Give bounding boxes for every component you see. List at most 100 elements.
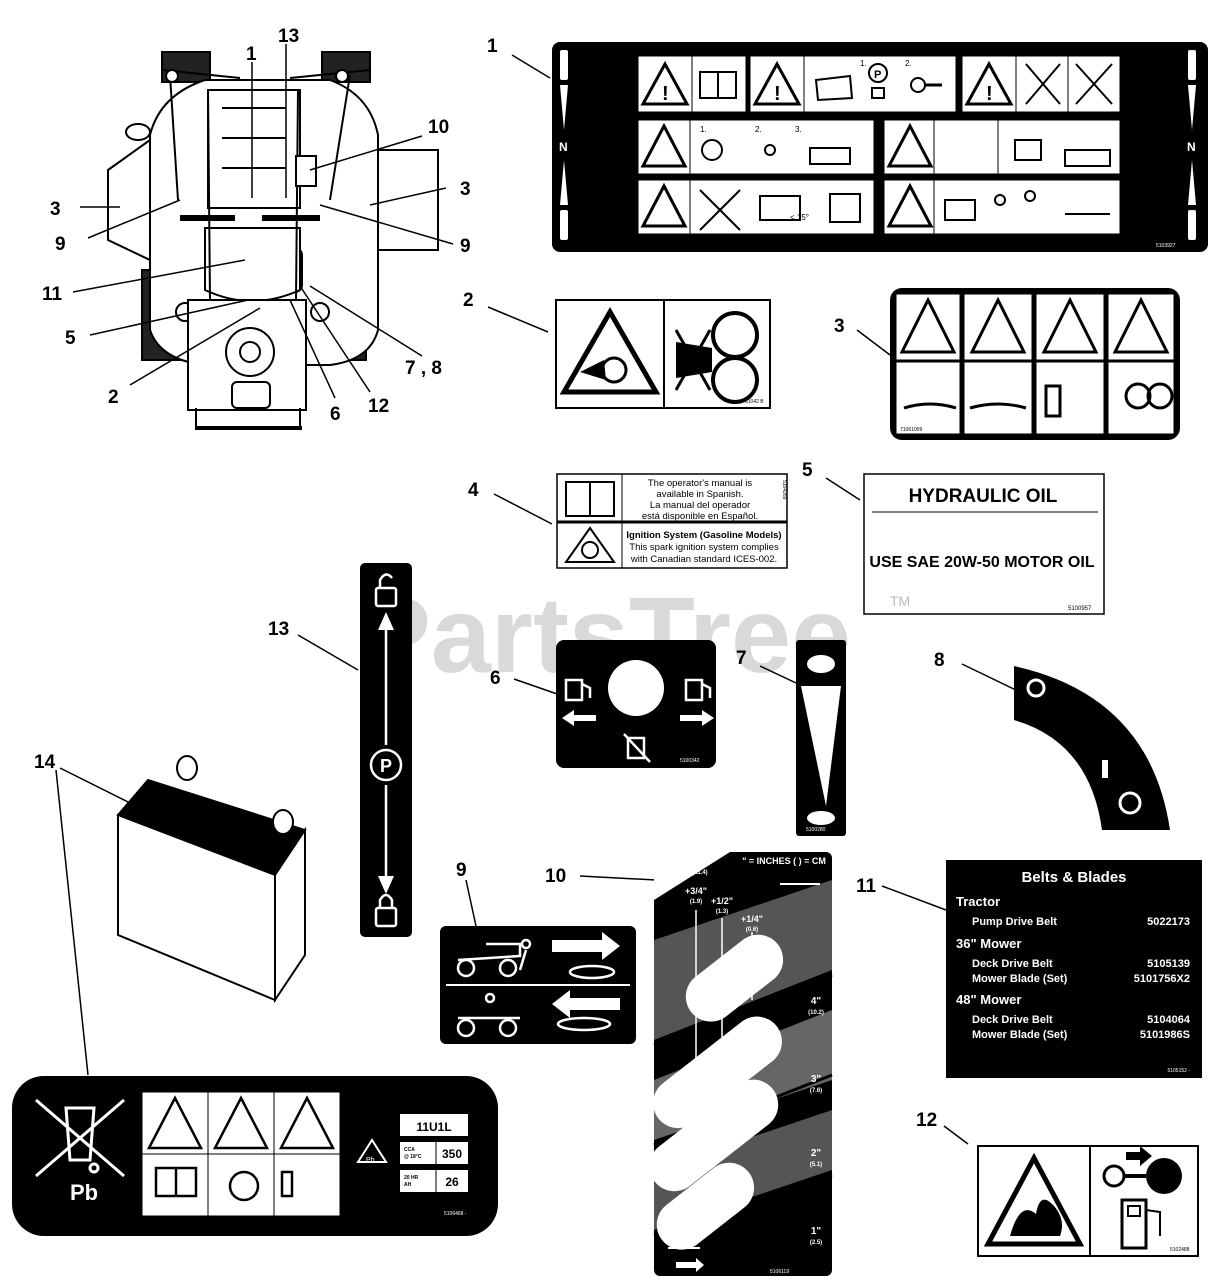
decal-14-battery-label: Pb 11U1L CCA @ 18°C 350 20 HR [12,1076,498,1236]
decal-1-step-1a: 1. [860,59,867,68]
decal-4-line2: available in Spanish. [656,489,743,500]
decal-1-step-3b: 3. [795,125,802,134]
decal-1-step-2a: 2. [905,59,912,68]
decal-10-plus-3-4-cm: (1.9) [690,899,702,905]
decal-10-part-no: 5106119 [770,1269,789,1275]
callout-14: 14 [34,752,56,773]
callout-3-left: 3 [50,199,61,220]
tractor-leader-lines [72,44,454,399]
callout-1-tractor: 1 [246,44,257,65]
decal-12-part-no: 5102488 [1170,1247,1190,1253]
decal-11-section2: 36" Mower [956,936,1021,951]
decal-11-part-no: 5105152 - [1167,1068,1190,1074]
decal-10-h3: 3" [811,1074,822,1085]
svg-text:Pb: Pb [366,1157,375,1164]
callout-11-tractor: 11 [42,284,63,305]
decal-10-h4-cm: (10.2) [808,1010,824,1016]
decal-4-ignition-line2: with Canadian standard ICES-002. [630,554,777,565]
decal-12-fire-hazard: 5102488 [977,1145,1199,1257]
decal-14-part-no: 5106468 - [444,1211,467,1217]
decal-11-row3-value: 5101756X2 [1134,973,1190,985]
decal-4-line1: The operator's manual is [648,478,753,489]
callout-7: 7 [736,648,747,669]
decal-5-tm: TM [890,593,910,609]
decal-8-ignition [1014,666,1170,830]
decal-9-push-tow [440,926,636,1044]
decal-11-row4-value: 5104064 [1147,1014,1191,1026]
decal-11-row1-label: Pump Drive Belt [972,916,1057,928]
decal-11-row3-label: Mower Blade (Set) [972,973,1068,985]
callout-12-tractor: 12 [368,396,389,417]
decal-4-manual-ignition: The operator's manual is available in Sp… [556,473,788,569]
svg-text:P: P [380,756,392,776]
decal-11-row2-label: Deck Drive Belt [972,958,1053,970]
decal-6-part-no: 5100342 [680,758,700,764]
decal-10-h1-cm: (2.5) [810,1240,822,1246]
svg-text:P: P [874,69,881,81]
decal-10-h4: 4" [811,996,822,1007]
decal-10-legend: " = INCHES ( ) = CM [742,856,826,866]
decal-7-part-no: 5100280 [806,827,826,833]
decal-10-h2-cm: (5.1) [810,1162,822,1168]
svg-text:N: N [1187,140,1196,154]
decal-11-belts-blades: Belts & Blades Tractor Pump Drive Belt 5… [946,860,1202,1078]
callout-9: 9 [456,860,467,881]
decal-4-line3: La manual del operador [650,500,750,511]
callout-10-tractor: 10 [428,117,449,138]
decal-11-row5-label: Mower Blade (Set) [972,1029,1068,1041]
decal-10-plus-1-2-cm: (1.3) [716,909,728,915]
callout-12: 12 [916,1110,937,1131]
decal-13-parking-brake: P [360,563,412,937]
callout-6: 6 [490,668,501,689]
decal-11-section1: Tractor [956,894,1000,909]
decal-11-row5-value: 5101986S [1140,1029,1190,1041]
decal-10-header: 4-1/2" [686,856,714,867]
decal-5-part-no: 5100957 [1068,606,1092,612]
decal-10-plus-1-2: +1/2" [711,896,733,906]
decal-3-safety: 71061009 [890,288,1180,440]
callout-7-8-tractor: 7 , 8 [405,358,442,379]
svg-text:N: N [559,140,568,154]
callout-2-tractor: 2 [108,387,119,408]
callout-3-right: 3 [460,179,471,200]
decal-10-h3-cm: (7.6) [810,1088,822,1094]
battery [116,755,307,1004]
decal-10-plus-1-4-cm: (0.6) [746,927,758,933]
decal-1-safety: N N ! ! [552,42,1208,252]
decal-14-ah-label2: AH [404,1182,412,1188]
callout-5: 5 [802,460,813,481]
decal-2-part-no: 61042 B [745,399,764,405]
callout-1: 1 [487,36,498,57]
decal-5-hydraulic-oil: HYDRAULIC OIL USE SAE 20W-50 MOTOR OIL T… [863,473,1105,615]
callout-3: 3 [834,316,845,337]
decal-10-h1: 1" [811,1226,822,1237]
callout-13: 13 [268,619,289,640]
decal-1-step-1b: 1. [700,125,707,134]
decal-7-throttle: 5100280 [796,640,846,836]
decal-1-part-no: 5103927 [1156,243,1176,249]
decal-14-ah-value: 26 [445,1175,459,1189]
decal-14-ah-label1: 20 HR [404,1175,419,1181]
svg-text:!: ! [774,83,781,105]
decal-14-cca-label2: @ 18°C [404,1154,422,1160]
callout-6-tractor: 6 [330,404,341,425]
callout-10: 10 [545,866,566,887]
decal-4-part-no: 5104269 [781,480,787,500]
decal-11-title: Belts & Blades [1021,869,1126,886]
decal-4-line4: está disponible en Español. [642,511,758,522]
decal-10-plus-1-4: +1/4" [741,914,763,924]
decal-1-step-2b: 2. [755,125,762,134]
decal-11-row4-label: Deck Drive Belt [972,1014,1053,1026]
decal-10-h2: 2" [811,1148,822,1159]
callout-9-left: 9 [55,234,66,255]
decal-11-row1-value: 5022173 [1147,916,1190,928]
decal-4-ignition-line1: This spark ignition system complies [629,542,779,553]
callout-8: 8 [934,650,945,671]
decal-14-cca-value: 350 [442,1147,462,1161]
decal-10-height-of-cut: 4-1/2" (11.4) " = INCHES ( ) = CM +3/4" … [649,852,833,1276]
callout-9-right: 9 [460,236,471,257]
decal-11-row2-value: 5105139 [1147,958,1190,970]
tractor-top-view [107,51,439,430]
decal-4-ignition-title: Ignition System (Gasoline Models) [626,530,781,541]
